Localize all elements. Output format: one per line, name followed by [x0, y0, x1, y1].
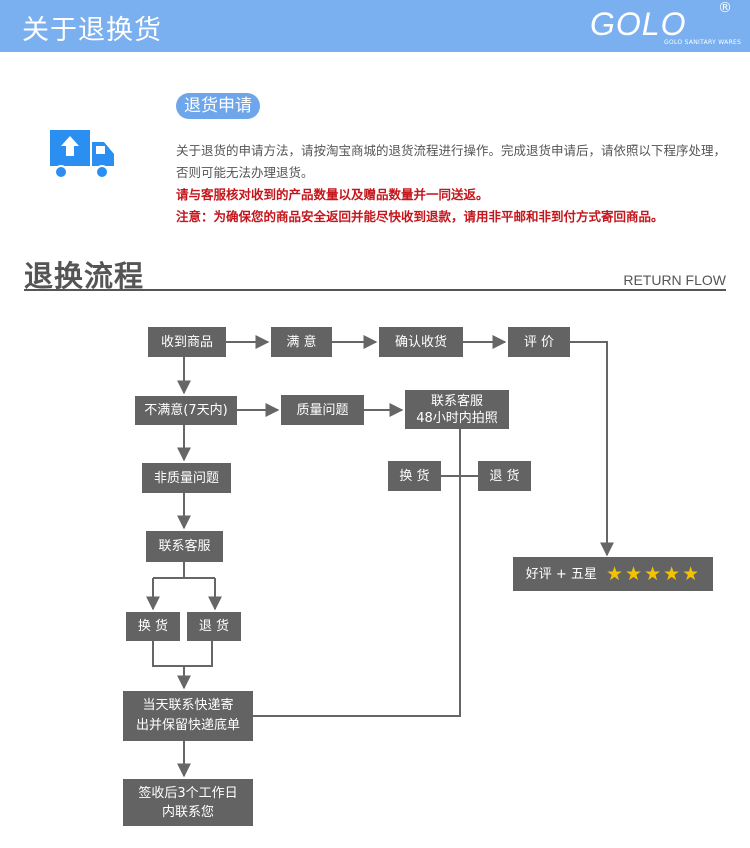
five-star-rating: ★ ★ ★ ★ ★ — [605, 562, 700, 585]
flow-step-quality-issue: 质量问题 — [281, 395, 364, 425]
sign-line1: 签收后3个工作日 — [138, 785, 238, 801]
delivery-truck-upload-icon — [50, 130, 114, 179]
flow-step-confirm-receipt: 确认收货 — [379, 327, 463, 357]
flow-step-contact-service: 联系客服 — [146, 531, 223, 562]
return-apply-badge: 退货申请 — [176, 93, 260, 119]
good-review-label: 好评 + 五星 — [525, 566, 597, 582]
header-bar: 关于退换货 GOLO ® GOLO SANITARY WARES — [0, 0, 750, 52]
flow-step-satisfied: 满 意 — [271, 327, 332, 357]
warning-quantity: 请与客服核对收到的产品数量以及赠品数量并一同送返。 — [176, 187, 489, 202]
flow-step-review: 评 价 — [508, 327, 570, 357]
line-exchange-merge — [152, 641, 213, 667]
star-icon: ★ — [663, 562, 681, 585]
ship-line1: 当天联系快递寄 — [142, 698, 234, 713]
section-title-en: RETURN FLOW — [623, 272, 726, 288]
flow-step-contact-after-sign: 签收后3个工作日 内联系您 — [123, 779, 253, 826]
registered-mark: ® — [718, 0, 732, 16]
sign-line2: 内联系您 — [161, 804, 214, 820]
contact-line1: 联系客服 — [430, 393, 483, 409]
contact-line2: 48小时内拍照 — [416, 410, 498, 426]
section-title: 退换流程 — [24, 259, 145, 293]
page-title: 关于退换货 — [22, 15, 162, 46]
logo-subtitle: GOLO SANITARY WARES — [664, 39, 742, 46]
golo-logo: GOLO ® GOLO SANITARY WARES — [590, 0, 742, 50]
flow-step-return-left: 退 货 — [187, 612, 241, 641]
arrow-review-goodreview — [570, 341, 614, 557]
flow-step-contact-service-photo: 联系客服 48小时内拍照 — [405, 390, 509, 429]
flow-step-receive: 收到商品 — [148, 327, 226, 357]
star-icon: ★ — [625, 562, 643, 585]
flow-step-ship-same-day: 当天联系快递寄 出并保留快递底单 — [123, 691, 253, 741]
return-apply-description: 关于退货的申请方法，请按淘宝商城的退货流程进行操作。完成退货申请后，请依照以下程… — [176, 143, 727, 180]
flow-step-good-review: 好评 + 五星 ★ ★ ★ ★ ★ — [513, 557, 713, 591]
flow-step-exchange-right: 换 货 — [388, 461, 441, 491]
flow-step-unsatisfied: 不满意(7天内) — [135, 396, 237, 425]
star-icon: ★ — [605, 562, 624, 585]
section-divider — [24, 289, 726, 291]
star-icon: ★ — [644, 562, 662, 585]
flow-step-exchange-left: 换 货 — [126, 612, 180, 641]
star-icon: ★ — [682, 562, 700, 585]
line-contact-ship — [253, 429, 461, 717]
ship-line2: 出并保留快递底单 — [135, 718, 240, 733]
flow-step-non-quality: 非质量问题 — [142, 463, 231, 493]
logo-text: GOLO — [590, 6, 687, 42]
flow-step-return-right: 退 货 — [478, 461, 531, 491]
warning-shipping: 注意：为确保您的商品安全返回并能尽快收到退款，请用非平邮和非到付方式寄回商品。 — [176, 209, 664, 224]
